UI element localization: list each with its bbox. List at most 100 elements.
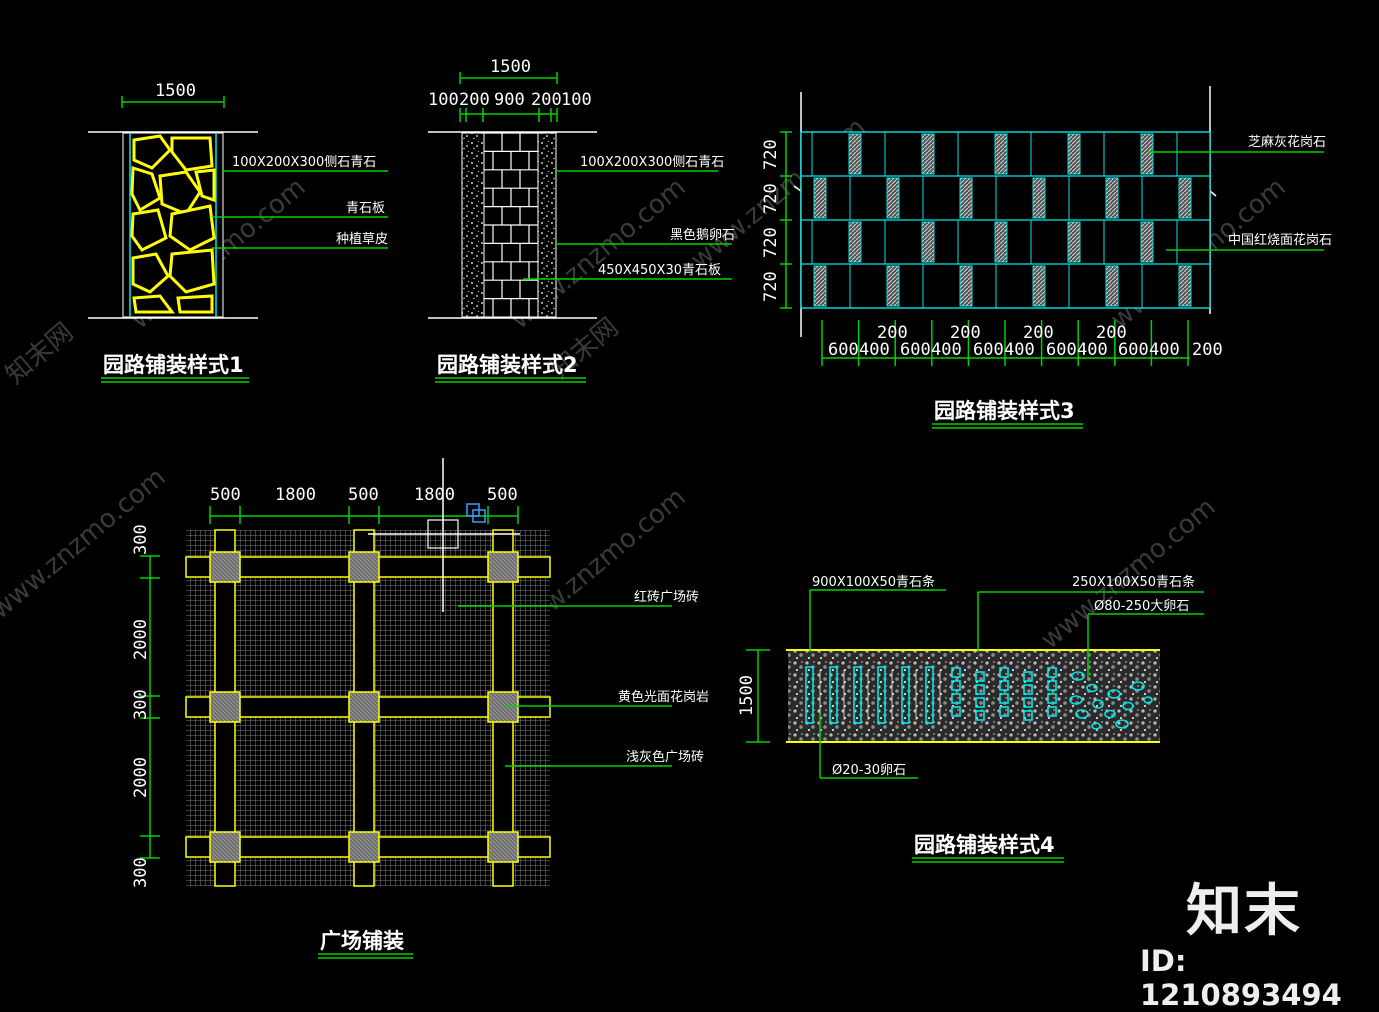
path-section — [788, 650, 1160, 742]
label-slab: 青石板 — [346, 201, 385, 216]
granite-square — [348, 691, 380, 723]
granite-bands — [185, 529, 551, 887]
vdim: 2000 — [131, 619, 151, 660]
stone-strip — [805, 666, 814, 724]
style-3-title: 园路铺装样式3 — [934, 399, 1075, 423]
stone-block — [1047, 693, 1057, 704]
stone-block — [1023, 671, 1033, 682]
dim: 1500 — [737, 675, 757, 716]
stone-block — [1023, 710, 1033, 721]
hdim: 400 — [1077, 340, 1108, 360]
granite-strip — [994, 221, 1008, 263]
stone-block — [951, 667, 961, 678]
hdim: 600 — [828, 340, 859, 360]
label-slab: 450X450X30青石板 — [598, 263, 721, 278]
stone-strip — [925, 666, 934, 724]
granite-strip — [848, 221, 862, 263]
stone-block — [999, 680, 1009, 691]
brand-logo: 知末 — [1186, 879, 1302, 944]
hdim: 400 — [931, 340, 962, 360]
hdim: 600 — [900, 340, 931, 360]
granite-strip — [1178, 265, 1192, 307]
vdim: 720 — [761, 183, 781, 214]
stone-blocks — [951, 667, 1057, 721]
vdim: 720 — [761, 271, 781, 302]
stone-strip — [901, 666, 910, 724]
paving-style-4: 1500 900X100X50青石条 250X100X50青石条 Ø80-250… — [737, 574, 1204, 863]
style-2-title: 园路铺装样式2 — [437, 353, 578, 377]
granite-strip — [1067, 221, 1081, 263]
granite-square — [487, 551, 519, 583]
hdim: 500 — [348, 485, 379, 505]
label-curb: 100X200X300侧石青石 — [580, 155, 724, 170]
granite-strip — [886, 265, 900, 307]
label-small-pebble: Ø20-30卵石 — [832, 763, 906, 778]
plaza-paving: 500 1800 500 1800 500 300 2000 300 2000 … — [131, 458, 709, 959]
paving-style-1: 1500 100X200X300侧石青石 青石板 种植草皮 园路铺装样式1 — [88, 81, 388, 383]
granite-strip — [1105, 265, 1119, 307]
granite-strip — [1105, 177, 1119, 219]
vdim: 300 — [131, 524, 151, 555]
label-yellow-granite: 黄色光面花岗岩 — [618, 689, 709, 705]
hdim-top: 200 — [1096, 323, 1127, 343]
stone-block — [1047, 680, 1057, 691]
hdim: 400 — [1149, 340, 1180, 360]
granite-square — [487, 831, 519, 863]
granite-strip — [1178, 177, 1192, 219]
granite-square — [209, 831, 241, 863]
granite-square — [209, 691, 241, 723]
watermark-brand: 知末网 — [0, 317, 79, 390]
granite-square — [348, 551, 380, 583]
vdim: 300 — [131, 857, 151, 888]
stone-strip — [877, 666, 886, 724]
paving-style-2: 1500 100 200 900 200 100 100X200X300侧石青石… — [428, 57, 735, 383]
label-long-strip: 900X100X50青石条 — [812, 574, 935, 590]
granite-strip — [959, 265, 973, 307]
hdim: 400 — [859, 340, 890, 360]
stone-block — [975, 671, 985, 682]
granite-strip — [1140, 221, 1154, 263]
granite-strip — [813, 265, 827, 307]
dim-text: 1500 — [155, 81, 196, 101]
granite-square — [487, 691, 519, 723]
brand-id: ID: 1210893494 — [1140, 944, 1342, 1012]
hdim: 600 — [1046, 340, 1077, 360]
hdim: 1800 — [275, 485, 316, 505]
granite-strip — [848, 133, 862, 175]
stone-strip — [829, 666, 838, 724]
label-curb: 100X200X300侧石青石 — [232, 155, 376, 170]
granite-strip — [1067, 133, 1081, 175]
dim: 200 — [459, 90, 490, 110]
label-grey-granite: 芝麻灰花岗石 — [1248, 134, 1326, 150]
stone-block — [999, 667, 1009, 678]
dim: 100 — [428, 90, 459, 110]
label-red-brick: 红砖广场砖 — [634, 589, 699, 605]
tile-grid — [801, 132, 1210, 308]
stone-block — [1023, 684, 1033, 695]
dim: 900 — [494, 90, 525, 110]
stone-strips — [805, 666, 941, 724]
dim: 100 — [561, 90, 592, 110]
granite-strip — [921, 221, 935, 263]
stone-block — [975, 697, 985, 708]
granite-strip — [813, 177, 827, 219]
stone-block — [999, 693, 1009, 704]
hdim: 600 — [1118, 340, 1149, 360]
style-4-title: 园路铺装样式4 — [914, 833, 1055, 857]
large-pebbles — [1069, 671, 1153, 730]
stone-block — [951, 706, 961, 717]
stone-block — [1047, 667, 1057, 678]
label-grey-brick: 浅灰色广场砖 — [626, 749, 704, 765]
vdim: 2000 — [131, 757, 151, 798]
hdim: 600 — [973, 340, 1004, 360]
stone-block — [1023, 697, 1033, 708]
vdim: 300 — [131, 689, 151, 720]
hdim: 1800 — [414, 485, 455, 505]
vdim: 720 — [761, 227, 781, 258]
label-grass: 种植草皮 — [336, 232, 388, 247]
granite-square — [209, 551, 241, 583]
hdim: 400 — [1004, 340, 1035, 360]
hdim-top: 200 — [950, 323, 981, 343]
hdim: 500 — [210, 485, 241, 505]
